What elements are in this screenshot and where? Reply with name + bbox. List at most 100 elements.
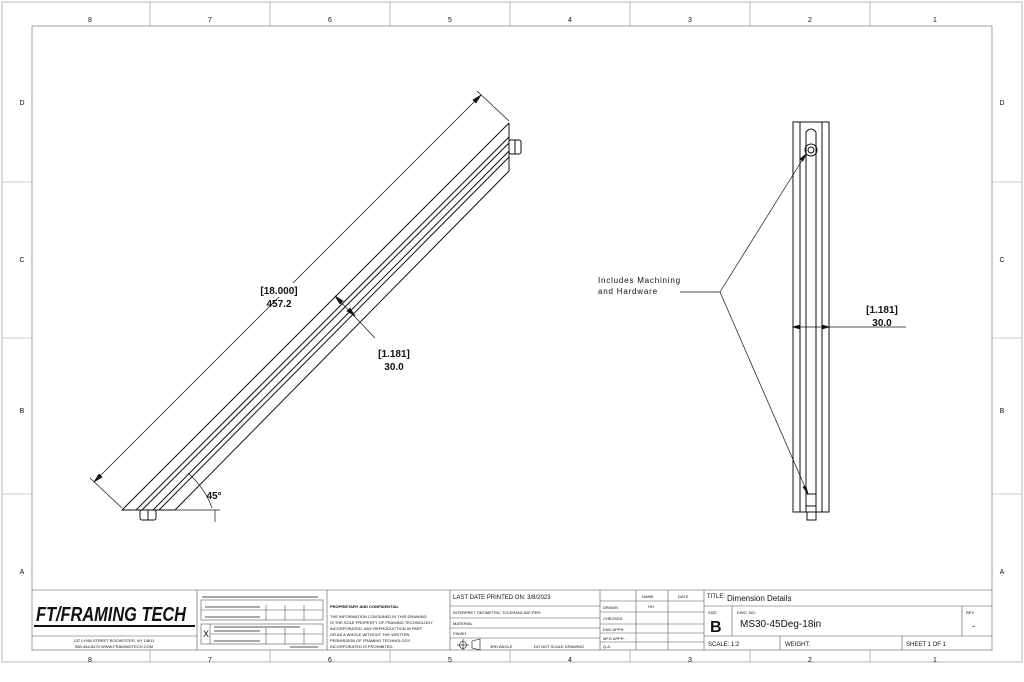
last-printed: LAST DATE PRINTED ON: 3/8/2023 xyxy=(453,595,551,601)
qa-label: Q.A. xyxy=(603,644,611,649)
sheet-label: SHEET 1 OF 1 xyxy=(906,642,947,648)
zone-labels-left: D C B A xyxy=(19,100,24,576)
zone-ticks xyxy=(2,2,1022,662)
finish-label: FINISH xyxy=(453,631,466,636)
width-right-inch-bracket: [1.181] xyxy=(866,305,898,316)
zone-top-1: 1 xyxy=(933,17,937,24)
length-ext-line-1 xyxy=(89,477,123,509)
zone-bottom-5: 5 xyxy=(448,657,452,664)
note-leaders xyxy=(680,153,809,495)
machined-hole xyxy=(804,143,818,157)
eng-appr-label: ENG APPR. xyxy=(603,627,625,632)
zone-left-D: D xyxy=(19,100,24,107)
zone-bottom-6: 6 xyxy=(328,657,332,664)
leader-arrow-hardware xyxy=(802,485,809,495)
zone-top-6: 6 xyxy=(328,17,332,24)
proprietary-line-2: IS THE SOLE PROPERTY OF FRAMING TECHNOLO… xyxy=(330,620,433,625)
zone-right-C: C xyxy=(999,257,1004,264)
leader-arrow-hole xyxy=(799,153,807,162)
extrusion-slot-line-2 xyxy=(141,142,510,511)
col-name: NAME xyxy=(642,594,654,599)
extrusion-slot-line-1 xyxy=(135,136,510,511)
length-dimension xyxy=(89,90,510,509)
drawn-label: DRAWN xyxy=(603,605,618,610)
zone-bottom-3: 3 xyxy=(688,657,692,664)
proprietary-title: PROPRIETARY AND CONFIDENTIAL xyxy=(330,604,399,609)
machined-hole-inner xyxy=(807,146,815,154)
size-label: SIZE xyxy=(708,610,717,615)
zone-labels-bottom: 8 7 6 5 4 3 2 1 xyxy=(88,657,937,664)
sheet-size: B xyxy=(710,619,722,636)
zone-right-A: A xyxy=(1000,569,1005,576)
width-arrow-left-1 xyxy=(334,295,344,305)
proprietary-line-3: INCORPORATED. ANY REPRODUCTION IN PART xyxy=(330,626,423,631)
dwg-no-label: DWG. NO. xyxy=(737,610,756,615)
zone-bottom-8: 8 xyxy=(88,657,92,664)
tolerance-fine-print xyxy=(202,596,318,648)
drawing-title: Dimension Details xyxy=(727,594,791,603)
zone-left-C: C xyxy=(19,257,24,264)
proprietary-line-6: INCORPORATED IS PROHIBITED. xyxy=(330,644,394,649)
weight-label: WEIGHT: xyxy=(785,642,810,648)
zone-top-8: 8 xyxy=(88,17,92,24)
company-logo: FT/FRAMING TECH xyxy=(34,604,195,627)
length-arrow-1 xyxy=(93,473,103,483)
angle-value: 45° xyxy=(206,491,221,502)
rev-label: REV xyxy=(966,610,975,615)
address-line-1: 137 LYNN STREET ROCHESTER, NY 14611 xyxy=(74,638,156,643)
mfg-appr-label: MFG APPR. xyxy=(603,636,625,641)
title-block-grid xyxy=(32,589,992,650)
proprietary-line-5: PERMISSION OF FRAMING TECHNOLOGY xyxy=(330,638,411,643)
third-angle-icon xyxy=(457,638,481,651)
angled-extrusion-view xyxy=(120,122,522,521)
leader-to-hole xyxy=(719,153,807,293)
length-ext-line-2 xyxy=(476,90,510,122)
extrusion-slot-line-3 xyxy=(152,150,510,511)
proprietary-line-4: OR AS A WHOLE WITHOUT THE WRITTEN xyxy=(330,632,410,637)
proprietary-line-1: THE INFORMATION CONTAINED IN THIS DRAWIN… xyxy=(330,614,427,619)
zone-top-3: 3 xyxy=(688,17,692,24)
checked-label: CHECKED xyxy=(603,616,623,621)
col-date: DATE xyxy=(678,594,689,599)
zone-labels-right: D C B A xyxy=(999,100,1004,576)
rev-value: - xyxy=(972,621,975,631)
zone-left-B: B xyxy=(20,408,25,415)
width-arrow-left-2 xyxy=(346,307,356,317)
tolerance-check: X xyxy=(203,629,209,639)
width-arrow-right-2 xyxy=(821,324,831,330)
bottom-hardware xyxy=(805,493,817,507)
length-label-bg xyxy=(258,283,300,297)
zone-top-4: 4 xyxy=(568,17,572,24)
logo-text: FT/FRAMING TECH xyxy=(36,604,186,626)
width-right-mm-value: 30.0 xyxy=(872,318,892,329)
scale-label: SCALE: 1:2 xyxy=(708,642,740,648)
extrusion-outline xyxy=(120,122,510,511)
profile-outline xyxy=(792,121,830,513)
zone-bottom-2: 2 xyxy=(808,657,812,664)
zone-bottom-1: 1 xyxy=(933,657,937,664)
outer-border xyxy=(1,1,1023,663)
length-arrow-2 xyxy=(472,94,482,104)
note-line-1: Includes Machining xyxy=(598,276,681,285)
zone-bottom-7: 7 xyxy=(208,657,212,664)
zone-right-D: D xyxy=(999,100,1004,107)
zone-left-A: A xyxy=(20,569,25,576)
width-right-inch-value: 1.181 xyxy=(869,305,894,316)
zone-labels-top: 8 7 6 5 4 3 2 1 xyxy=(88,17,937,24)
width-dim-line-left xyxy=(334,295,376,339)
title-label: TITLE: xyxy=(707,594,725,600)
address-line-2: 585-464-8470 WWW.FRAMINGTECH.COM xyxy=(75,644,153,649)
zone-top-2: 2 xyxy=(808,17,812,24)
extrusion-slot-line-4 xyxy=(158,156,510,511)
width-left-inch-bracket: [1.181] xyxy=(378,349,410,360)
drawn-by: HH xyxy=(648,604,654,609)
bottom-hardware-tab xyxy=(806,511,817,521)
zone-top-7: 7 xyxy=(208,17,212,24)
dwg-no: MS30-45Deg-18in xyxy=(740,619,821,630)
length-mm-value: 457.2 xyxy=(266,299,291,310)
do-not-scale: DO NOT SCALE DRAWING xyxy=(534,644,584,649)
material-label: MATERIAL xyxy=(453,621,473,626)
inner-border xyxy=(31,25,993,651)
